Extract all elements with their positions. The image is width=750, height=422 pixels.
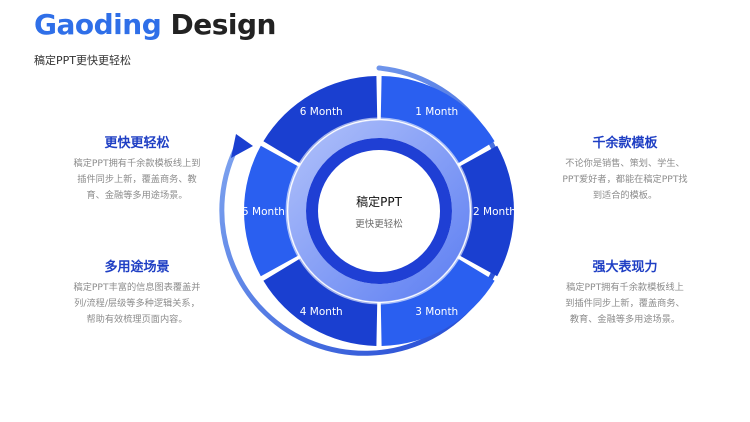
brand-accent: Gaoding: [34, 8, 162, 41]
block-text: 稿定PPT拥有千余款模板线上 到插件同步上新，覆盖商务、 教育、金融等多用途场景…: [540, 280, 710, 328]
text-line: 到适合的模板。: [592, 190, 658, 201]
segment-label: 4 Month: [300, 306, 343, 318]
segment-label: 1 Month: [415, 106, 458, 118]
segment-label: 2 Month: [473, 206, 516, 218]
segment-label: 3 Month: [415, 306, 458, 318]
block-text: 不论你是销售、策划、学生、 PPT爱好者，都能在稿定PPT找 到适合的模板。: [540, 156, 710, 204]
text-line: 稿定PPT拥有千余款模板线上到: [73, 158, 201, 169]
text-line: 到插件同步上新，覆盖商务、: [565, 298, 685, 309]
ring-segment: [263, 258, 378, 346]
center-disc: [319, 151, 439, 271]
ring-segment: [263, 76, 378, 164]
block-top-left: 更快更轻松 稿定PPT拥有千余款模板线上到 插件同步上新，覆盖商务、教 育、金融…: [52, 132, 222, 204]
ring-segment: [459, 145, 514, 277]
text-line: 不论你是销售、策划、学生、: [565, 158, 685, 169]
text-line: 教育、金融等多用途场景。: [569, 314, 681, 325]
inner-dark-band: [306, 138, 452, 284]
text-line: 插件同步上新，覆盖商务、教: [77, 174, 197, 185]
inner-ring: [288, 120, 470, 302]
segment-label: 6 Month: [300, 106, 343, 118]
text-line: 稿定PPT拥有千余款模板线上: [566, 282, 684, 293]
block-title: 多用途场景: [104, 260, 170, 275]
block-top-right: 千余款模板 不论你是销售、策划、学生、 PPT爱好者，都能在稿定PPT找 到适合…: [540, 132, 710, 204]
block-title: 千余款模板: [592, 136, 658, 151]
brand-logo: Gaoding Design: [34, 8, 276, 41]
text-line: 列/流程/层级等多种逻辑关系，: [74, 298, 200, 309]
text-line: 稿定PPT丰富的信息图表覆盖并: [73, 282, 201, 293]
block-text: 稿定PPT丰富的信息图表覆盖并 列/流程/层级等多种逻辑关系， 帮助有效梳理页面…: [52, 280, 222, 328]
block-title: 强大表现力: [592, 260, 658, 275]
arrow-head-icon: [231, 134, 253, 158]
brand-rest: Design: [170, 8, 276, 41]
inner-ring-edge: [285, 117, 473, 305]
text-line: 帮助有效梳理页面内容。: [86, 314, 188, 325]
ring-segment: [380, 76, 495, 164]
block-bottom-right: 强大表现力 稿定PPT拥有千余款模板线上 到插件同步上新，覆盖商务、 教育、金融…: [540, 256, 710, 328]
center-subtitle: 更快更轻松: [355, 218, 403, 230]
block-text: 稿定PPT拥有千余款模板线上到 插件同步上新，覆盖商务、教 育、金融等多用途场景…: [52, 156, 222, 204]
block-bottom-left: 多用途场景 稿定PPT丰富的信息图表覆盖并 列/流程/层级等多种逻辑关系， 帮助…: [52, 256, 222, 328]
block-title: 更快更轻松: [104, 136, 170, 151]
segment-label: 5 Month: [242, 206, 285, 218]
center-title: 稿定PPT: [356, 194, 402, 209]
ring-segment: [380, 258, 495, 346]
text-line: PPT爱好者，都能在稿定PPT找: [562, 174, 688, 185]
tagline: 稿定PPT更快更轻松: [34, 54, 131, 67]
text-line: 育、金融等多用途场景。: [86, 190, 188, 201]
ring-segment: [244, 145, 299, 277]
